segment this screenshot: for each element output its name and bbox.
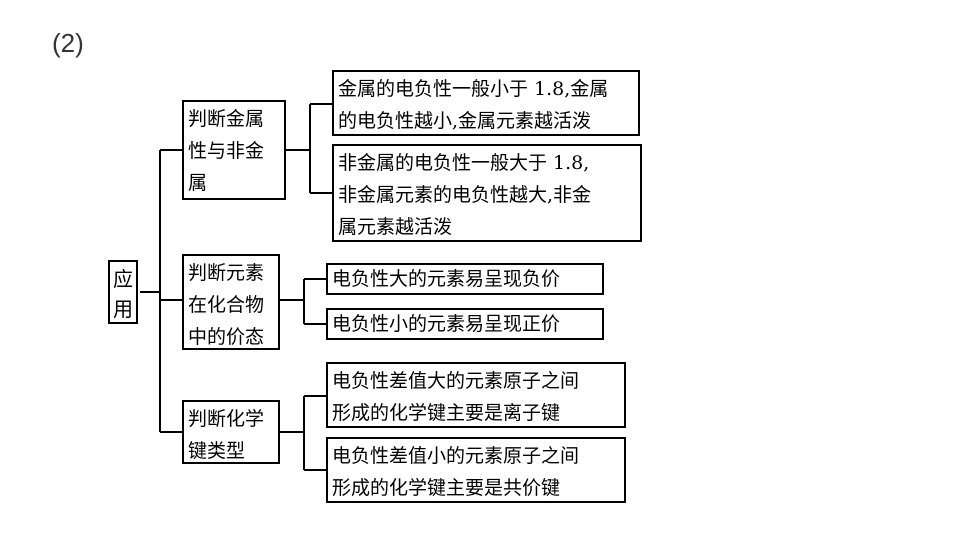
root-node: 应 用 bbox=[108, 260, 138, 324]
leaf-node-nonmetal-electronegativity: 非金属的电负性一般大于 1.8, 非金属元素的电负性越大,非金 属元素越活泼 bbox=[332, 144, 642, 242]
category-node-1: 判断金属 性与非金属 性的强弱 bbox=[182, 100, 286, 200]
leaf-node-negative-valence: 电负性大的元素易呈现负价 bbox=[326, 263, 604, 295]
leaf-node-covalent-bond: 电负性差值小的元素原子之间 形成的化学键主要是共价键 bbox=[326, 437, 626, 503]
leaf-node-ionic-bond: 电负性差值大的元素原子之间 形成的化学键主要是离子键 bbox=[326, 362, 626, 428]
category-node-3: 判断化学 键类型 bbox=[182, 400, 280, 464]
leaf-node-positive-valence: 电负性小的元素易呈现正价 bbox=[326, 308, 604, 340]
category-node-2: 判断元素 在化合物 中的价态 bbox=[182, 254, 280, 350]
part-label: (2) bbox=[52, 28, 84, 58]
leaf-node-metal-electronegativity: 金属的电负性一般小于 1.8,金属 的电负性越小,金属元素越活泼 bbox=[332, 70, 640, 136]
